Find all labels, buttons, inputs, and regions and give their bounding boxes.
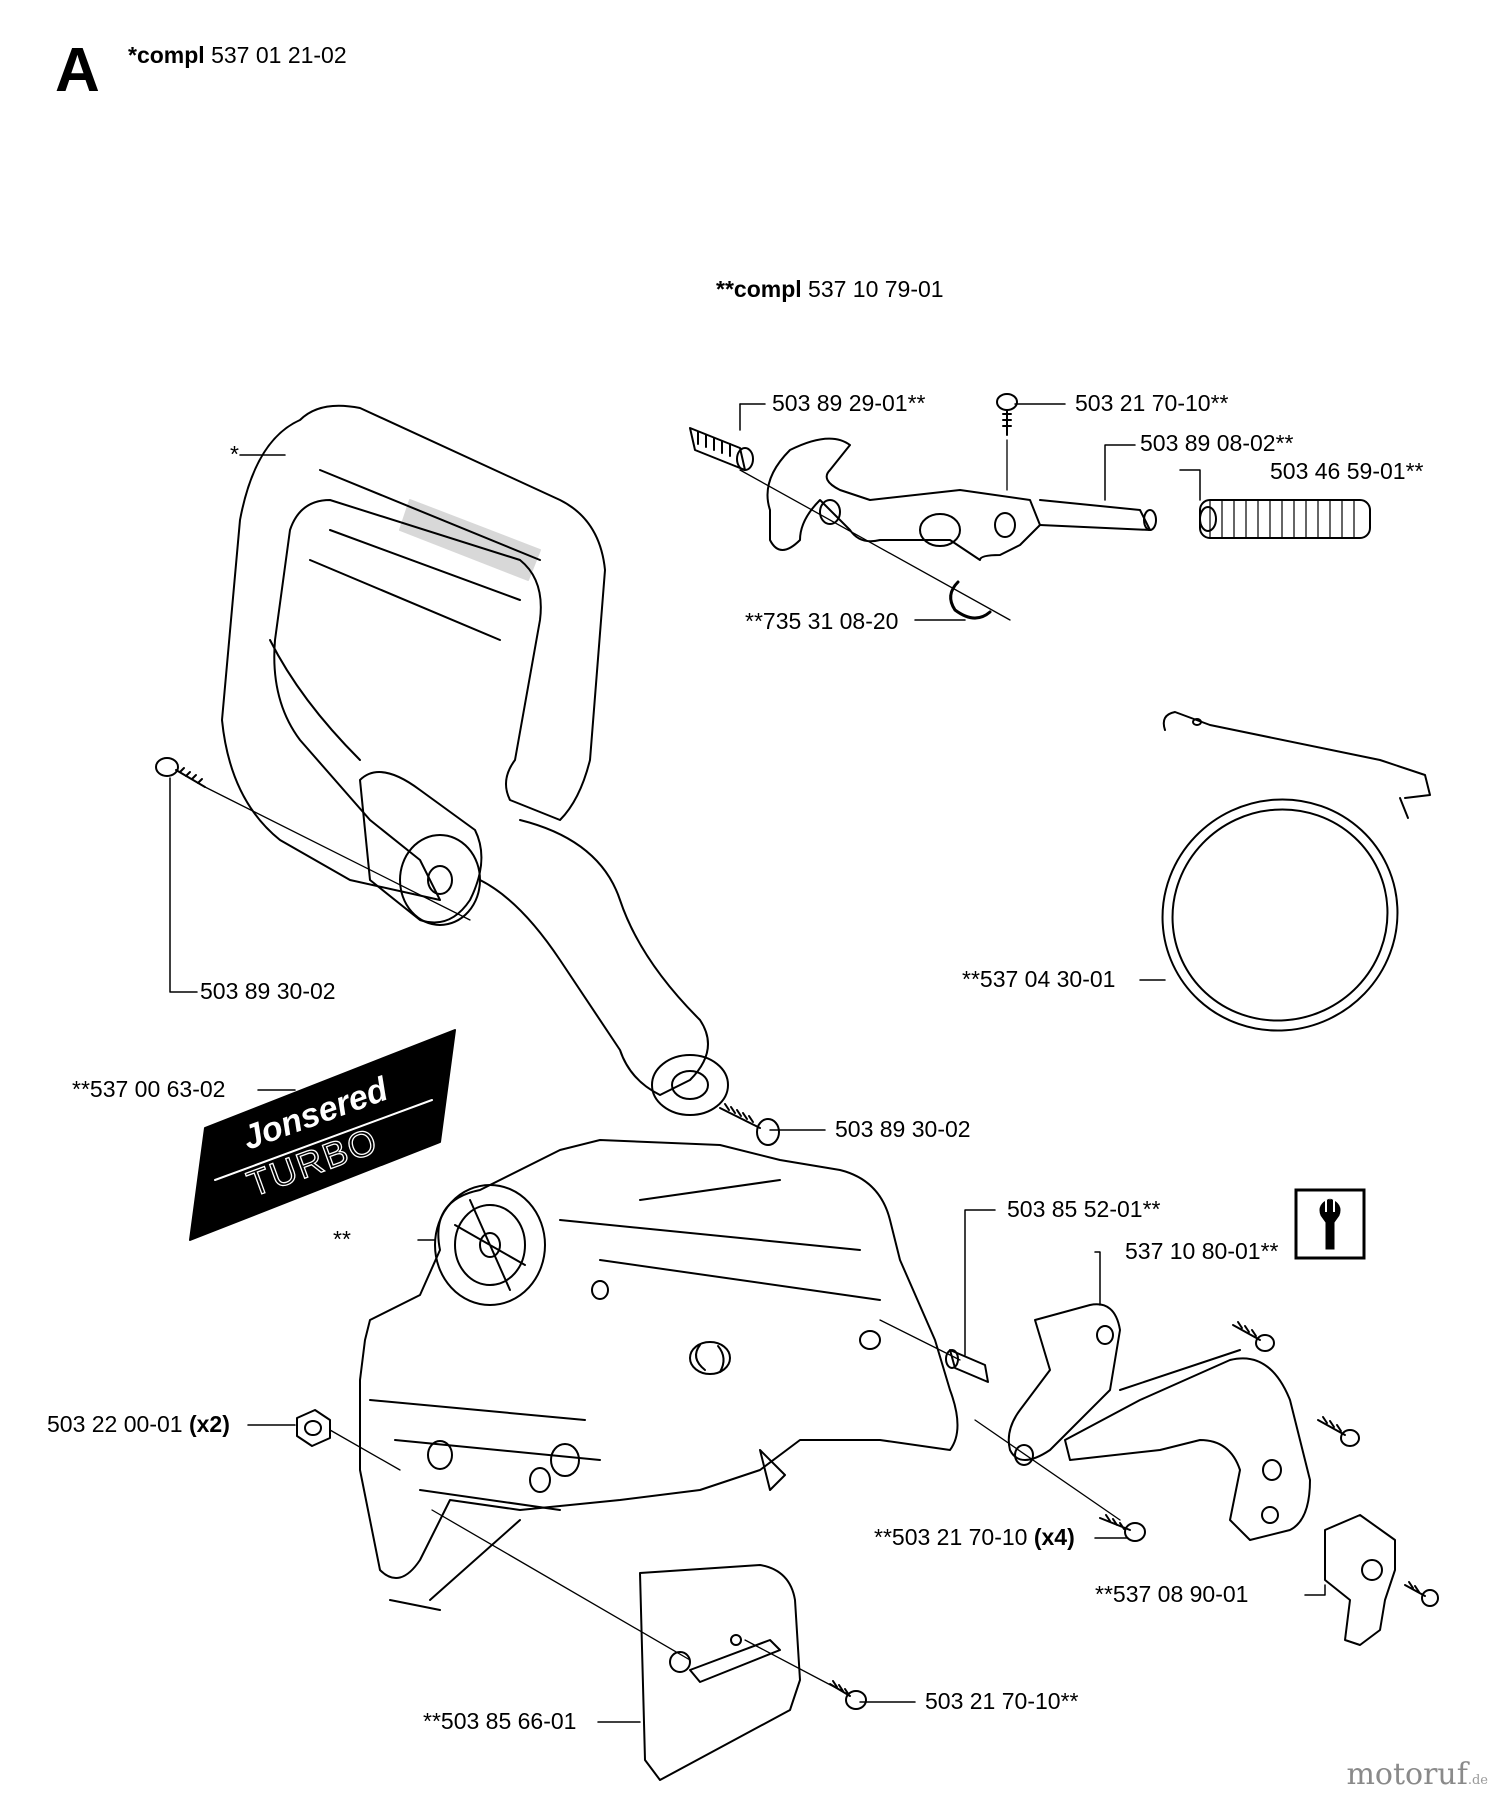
assembly-label-b: **compl 537 10 79-01 [716,276,944,302]
part-label: 503 22 00-01 (x2) [47,1411,230,1437]
screw-left [155,757,471,921]
part-label: 503 21 70-10** [925,1688,1079,1714]
nut [296,1409,401,1471]
part-label: **537 08 90-01 [1095,1581,1249,1607]
screw-handle-bottom [719,1103,780,1146]
jonsered-decal [189,1029,456,1241]
screw-right-2 [1317,1416,1360,1447]
part-label: **503 85 66-01 [423,1708,577,1734]
screw-x4 [1099,1514,1146,1542]
part-label: 503 46 59-01** [1270,458,1424,484]
chain-guard-left [974,1303,1121,1521]
front-hand-guard [221,404,729,1116]
assembly-label-a: *compl 537 01 21-02 [128,42,347,68]
brake-band [1161,711,1431,1032]
chain-guard-right [1064,1349,1311,1541]
part-label: 503 89 30-02 [200,978,336,1004]
part-label: **503 21 70-10 (x4) [874,1524,1075,1550]
pin [879,1319,989,1383]
part-label: * [230,441,239,467]
part-label: 503 89 30-02 [835,1116,971,1142]
screw-plate [829,1680,867,1710]
part-label: **735 31 08-20 [745,608,899,634]
bar-plate [431,1509,841,1781]
screw-right-1 [1232,1321,1275,1352]
section-letter: A [55,36,100,105]
watermark: motoruf.de [1346,1757,1488,1792]
part-label: ** [333,1226,351,1252]
clutch-cover [359,1139,959,1611]
leader-lines [169,403,1326,1723]
part-label: 503 89 29-01** [772,390,926,416]
part-label: **537 00 63-02 [72,1076,226,1102]
brake-lever-assembly [689,393,1371,621]
chain-catcher [1324,1514,1396,1646]
part-label: 503 85 52-01** [1007,1196,1161,1222]
part-label: **537 04 30-01 [962,966,1116,992]
part-label: 537 10 80-01** [1125,1238,1279,1264]
part-label: 503 89 08-02** [1140,430,1294,456]
part-label: 503 21 70-10** [1075,390,1229,416]
wrench-icon [1294,1188,1366,1260]
screw-catcher [1404,1581,1439,1607]
